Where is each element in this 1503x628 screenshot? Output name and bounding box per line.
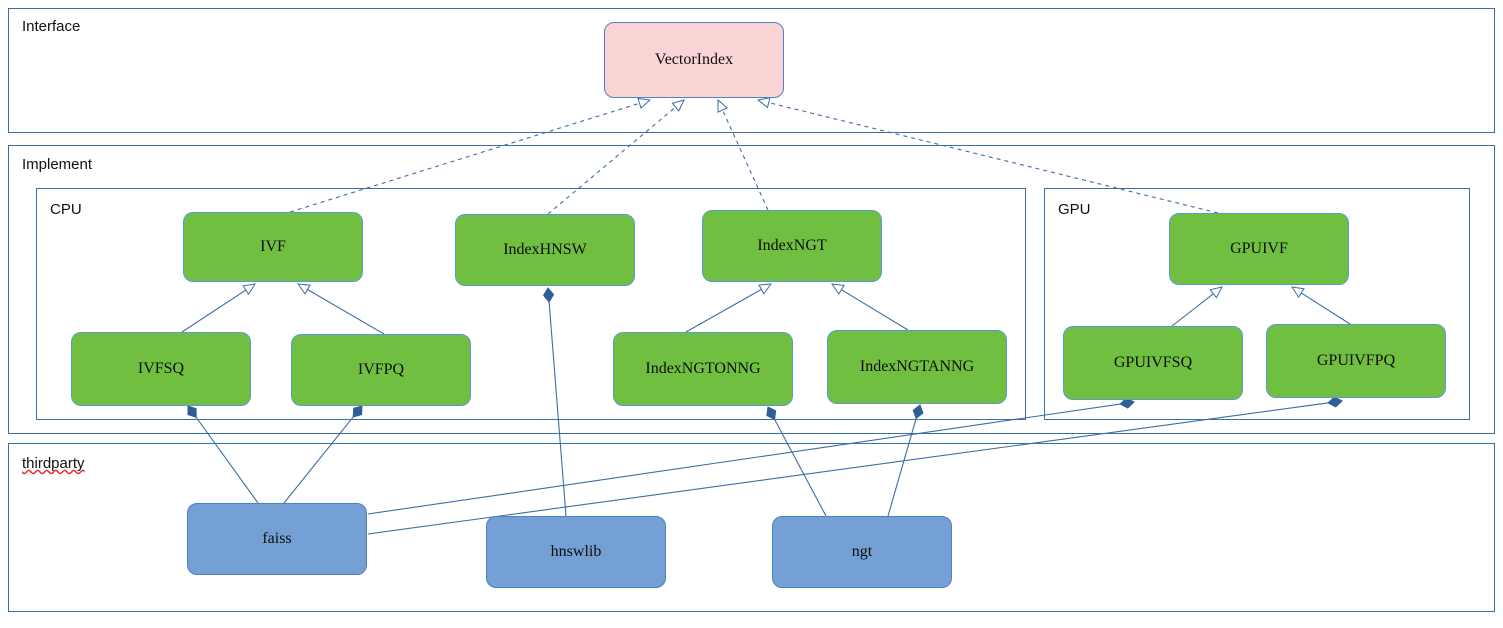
edge-line [283, 416, 354, 504]
container-cpu [36, 188, 1026, 420]
edge-line [367, 402, 1329, 535]
node-label-ivf: IVF [260, 238, 286, 256]
node-indexngt[interactable]: IndexNGT [702, 210, 882, 282]
diamond-filled [1327, 396, 1343, 408]
node-vectorindex[interactable]: VectorIndex [604, 22, 784, 98]
edge-line [768, 102, 1219, 214]
edge-line [289, 102, 640, 213]
node-gpuivf[interactable]: GPUIVF [1169, 213, 1349, 285]
node-label-indexhnsw: IndexHNSW [503, 241, 587, 259]
node-ivfpq[interactable]: IVFPQ [291, 334, 471, 406]
edge-composition-faiss-to-gpuivfpq [367, 396, 1343, 535]
node-label-ivfpq: IVFPQ [357, 361, 405, 379]
node-label-hnswlib: hnswlib [550, 543, 602, 561]
arrowhead-hollow-triangle [671, 99, 685, 112]
node-ngt[interactable]: ngt [772, 516, 952, 588]
arrowhead-hollow-triangle [830, 283, 845, 295]
container-interface [8, 8, 1495, 133]
edge-line [367, 403, 1121, 515]
node-gpuivfsq[interactable]: GPUIVFSQ [1063, 326, 1243, 400]
node-hnswlib[interactable]: hnswlib [486, 516, 666, 588]
arrowhead-hollow-triangle [296, 283, 311, 295]
edge-composition-hnswlib-to-indexhnsw [542, 287, 567, 517]
edge-composition-ngt-to-indexngtanng [887, 404, 924, 517]
edge-inheritance-ivfsq-to-ivf [181, 283, 257, 333]
arrowhead-hollow-triangle [637, 97, 652, 109]
diamond-filled [352, 405, 363, 418]
container-label-cpu: CPU [50, 201, 82, 218]
edge-composition-faiss-to-ivfsq [187, 405, 259, 504]
node-gpuivfpq[interactable]: GPUIVFPQ [1266, 324, 1446, 398]
edge-realization-ivf-to-vectorindex [289, 97, 652, 213]
edge-inheritance-ivfpq-to-ivf [296, 283, 385, 335]
container-label-gpu: GPU [1058, 201, 1091, 218]
edge-composition-ngt-to-indexngtonng [766, 406, 827, 517]
container-label-thirdparty: thirdparty [22, 455, 85, 472]
edge-line [685, 288, 762, 333]
node-label-indexngtonng: IndexNGTONNG [645, 360, 761, 378]
edge-inheritance-gpuivfsq-to-gpuivf [1171, 286, 1223, 327]
container-implement [8, 145, 1495, 434]
arrowhead-hollow-triangle [1209, 286, 1223, 299]
arrowhead-hollow-triangle [758, 283, 773, 295]
edge-line [1300, 292, 1351, 325]
container-gpu [1044, 188, 1470, 420]
diamond-filled [912, 404, 924, 420]
container-thirdparty [8, 443, 1495, 612]
node-label-ivfsq: IVFSQ [137, 360, 185, 378]
arrowhead-hollow-triangle [717, 98, 729, 113]
node-indexngtanng[interactable]: IndexNGTANNG [827, 330, 1007, 404]
edge-line [548, 301, 567, 517]
edge-line [841, 289, 909, 331]
edge-line [195, 417, 259, 504]
node-ivf[interactable]: IVF [183, 212, 363, 282]
arrowhead-hollow-triangle [242, 283, 257, 296]
node-indexngtonng[interactable]: IndexNGTONNG [613, 332, 793, 406]
edge-line [307, 289, 385, 335]
node-label-gpuivf: GPUIVF [1230, 240, 1288, 258]
edge-line [547, 106, 676, 215]
arrowhead-hollow-triangle [1290, 286, 1305, 299]
node-label-faiss: faiss [262, 530, 292, 548]
node-label-indexngt: IndexNGT [757, 237, 827, 255]
node-indexhnsw[interactable]: IndexHNSW [455, 214, 635, 286]
node-label-gpuivfsq: GPUIVFSQ [1113, 354, 1193, 372]
edge-line [887, 418, 917, 517]
diamond-filled [542, 287, 555, 303]
diamond-filled [187, 405, 197, 419]
edge-inheritance-gpuivfpq-to-gpuivf [1290, 286, 1351, 325]
arrowhead-hollow-triangle [756, 97, 771, 109]
node-ivfsq[interactable]: IVFSQ [71, 332, 251, 406]
edge-line [181, 289, 247, 333]
edge-inheritance-indexngtonng-to-indexngt [685, 283, 773, 333]
node-label-indexngtanng: IndexNGTANNG [859, 358, 975, 376]
edge-realization-indexngt-to-vectorindex [717, 98, 769, 211]
node-label-ngt: ngt [851, 543, 873, 561]
edge-composition-faiss-to-ivfpq [283, 405, 363, 504]
edge-line [1171, 293, 1214, 327]
edge-line [774, 419, 827, 517]
edge-inheritance-indexngtanng-to-indexngt [830, 283, 909, 331]
edge-realization-indexhnsw-to-vectorindex [547, 99, 685, 215]
edge-line [722, 109, 769, 211]
container-label-interface: Interface [22, 18, 81, 35]
node-faiss[interactable]: faiss [187, 503, 367, 575]
edge-realization-gpuivf-to-vectorindex [756, 97, 1219, 214]
node-label-vectorindex: VectorIndex [654, 51, 734, 69]
node-label-gpuivfpq: GPUIVFPQ [1316, 352, 1396, 370]
container-label-implement: Implement [22, 156, 93, 173]
